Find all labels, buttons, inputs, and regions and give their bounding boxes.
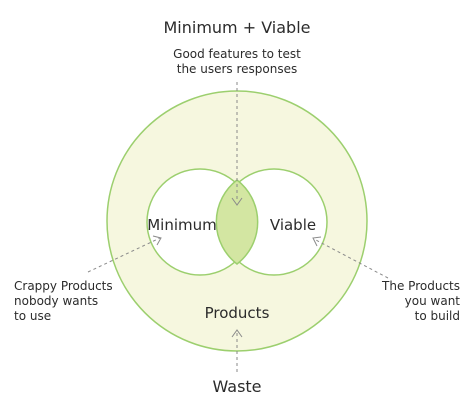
right-note-line2: you want: [405, 294, 461, 308]
viable-label: Viable: [270, 216, 316, 234]
bottom-arrowhead-icon: [231, 329, 243, 338]
right-note-line3: to build: [415, 309, 460, 323]
top-note-line1: Good features to test: [173, 47, 301, 61]
products-label: Products: [205, 304, 270, 322]
left-arrowhead-icon: [152, 235, 162, 246]
left-note-line1: Crappy Products: [14, 279, 113, 293]
left-note-line2: nobody wants: [14, 294, 98, 308]
right-note-line1: The Products: [381, 279, 460, 293]
top-title: Minimum + Viable: [163, 18, 310, 37]
left-arrow: [87, 237, 161, 273]
top-note-line2: the users responses: [177, 62, 298, 76]
minimum-label: Minimum: [147, 216, 217, 234]
top-arrowhead-icon: [231, 197, 243, 206]
waste-title: Waste: [212, 377, 261, 396]
overlap-lens: [215, 179, 259, 265]
left-note-line3: to use: [14, 309, 51, 323]
right-arrow: [313, 238, 389, 279]
right-arrowhead-icon: [312, 236, 322, 247]
